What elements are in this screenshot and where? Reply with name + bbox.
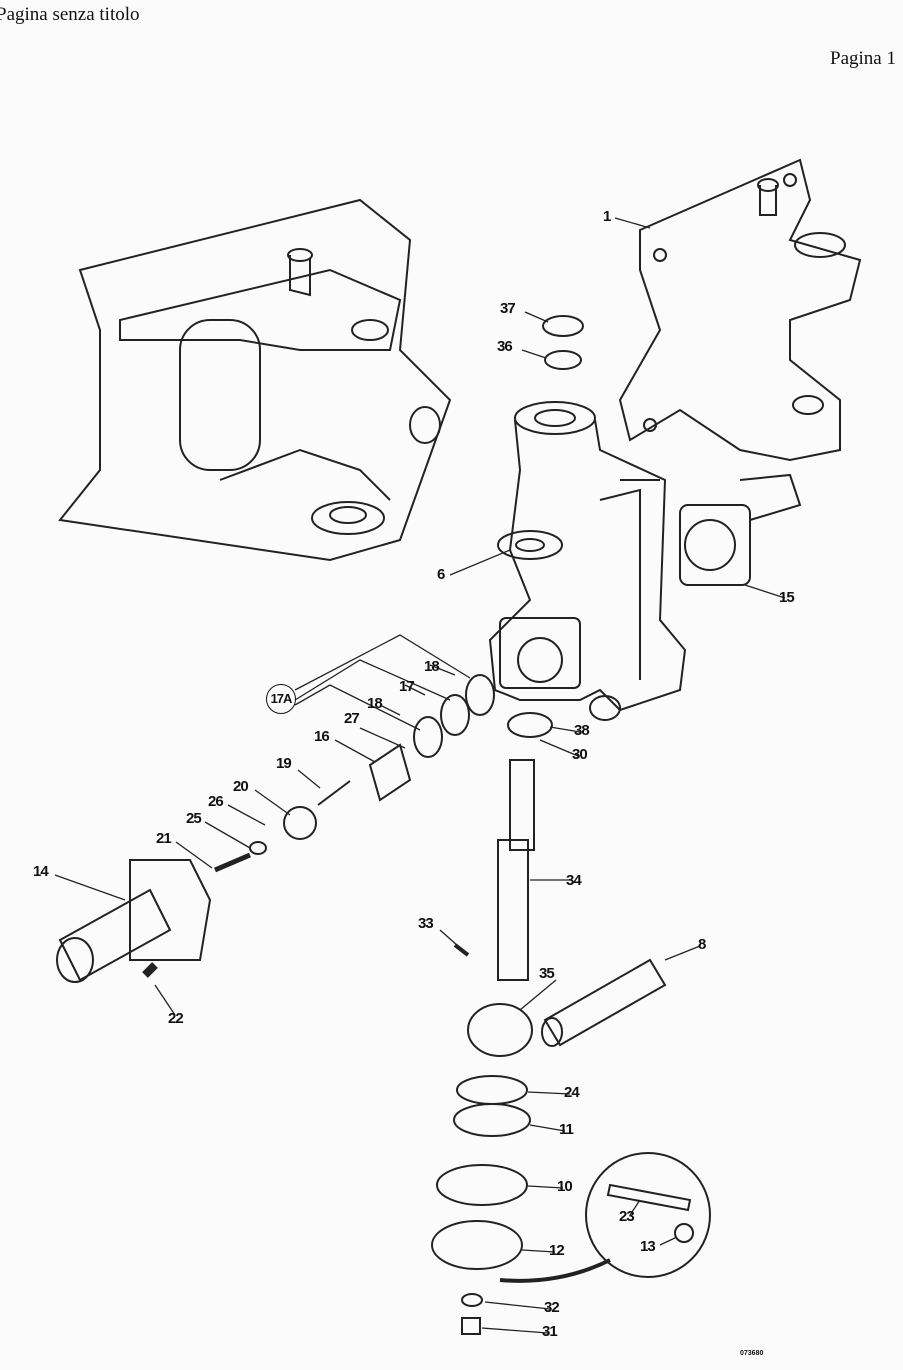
part-35-gear	[467, 1003, 533, 1057]
leader-lines	[54, 217, 786, 1334]
part-22-bolt	[142, 962, 158, 978]
part-label-12: 12	[549, 1242, 565, 1259]
part-label-26: 26	[208, 793, 224, 810]
part-label-17a: 17A	[266, 684, 296, 714]
part-label-1: 1	[603, 208, 611, 225]
part-label-14: 14	[33, 863, 49, 880]
part-label-21: 21	[156, 830, 172, 847]
part-label-22: 22	[168, 1010, 184, 1027]
drawing-code: 073680	[740, 1350, 764, 1357]
part-25-washer	[249, 841, 267, 855]
part-label-30: 30	[572, 746, 588, 763]
part-15-cylinder	[679, 473, 802, 586]
part-24-bearing	[456, 1075, 528, 1105]
part-34-shaft	[497, 759, 535, 981]
part-label-18: 18	[424, 658, 440, 675]
part-37-seal	[542, 315, 584, 337]
part-label-17: 17	[399, 678, 415, 695]
part-label-23: 23	[619, 1208, 635, 1225]
rings-17-18	[413, 674, 495, 758]
part-23-plate	[606, 1183, 692, 1212]
part-label-19: 19	[276, 755, 292, 772]
part-16-piston	[368, 743, 412, 802]
part-label-15: 15	[779, 589, 795, 606]
part-31-nut	[461, 1317, 481, 1335]
tractor-frame	[58, 198, 452, 562]
part-label-24: 24	[564, 1084, 580, 1101]
part-12-cover	[431, 1220, 523, 1270]
part-label-35: 35	[539, 965, 555, 982]
part-19-spring	[317, 780, 351, 806]
part-label-31: 31	[542, 1323, 558, 1340]
part-label-13: 13	[640, 1238, 656, 1255]
part-21-bolt	[214, 852, 251, 873]
part-label-38: 38	[574, 722, 590, 739]
part-label-10: 10	[557, 1178, 573, 1195]
part-33-pin	[453, 943, 470, 957]
page-title: Pagina senza titolo	[0, 4, 140, 25]
part-label-25: 25	[186, 810, 202, 827]
part-label-16: 16	[314, 728, 330, 745]
part-36-seal	[544, 350, 582, 370]
part-8-rack	[541, 958, 667, 1047]
part-label-33: 33	[418, 915, 434, 932]
part-11-bearing	[453, 1103, 531, 1137]
part-label-6: 6	[437, 566, 445, 583]
part-13-nut	[674, 1223, 694, 1243]
part-10-gasket	[436, 1164, 528, 1206]
part-6-washer	[497, 530, 563, 560]
part-38-seal	[507, 712, 553, 738]
part-32-washer	[461, 1293, 483, 1307]
part-label-8: 8	[698, 936, 706, 953]
part-1-bracket	[618, 158, 862, 462]
part-label-18: 18	[367, 695, 383, 712]
page-number: Pagina 1	[830, 48, 896, 69]
detail-circle	[585, 1152, 711, 1278]
part-label-34: 34	[566, 872, 582, 889]
part-14-cylinder	[56, 859, 212, 983]
part-20-cap	[283, 806, 317, 840]
part-label-36: 36	[497, 338, 513, 355]
part-label-27: 27	[344, 710, 360, 727]
part-label-20: 20	[233, 778, 249, 795]
part-label-11: 11	[559, 1121, 574, 1138]
part-label-32: 32	[544, 1299, 560, 1316]
part-label-37: 37	[500, 300, 516, 317]
steering-housing	[488, 401, 687, 721]
